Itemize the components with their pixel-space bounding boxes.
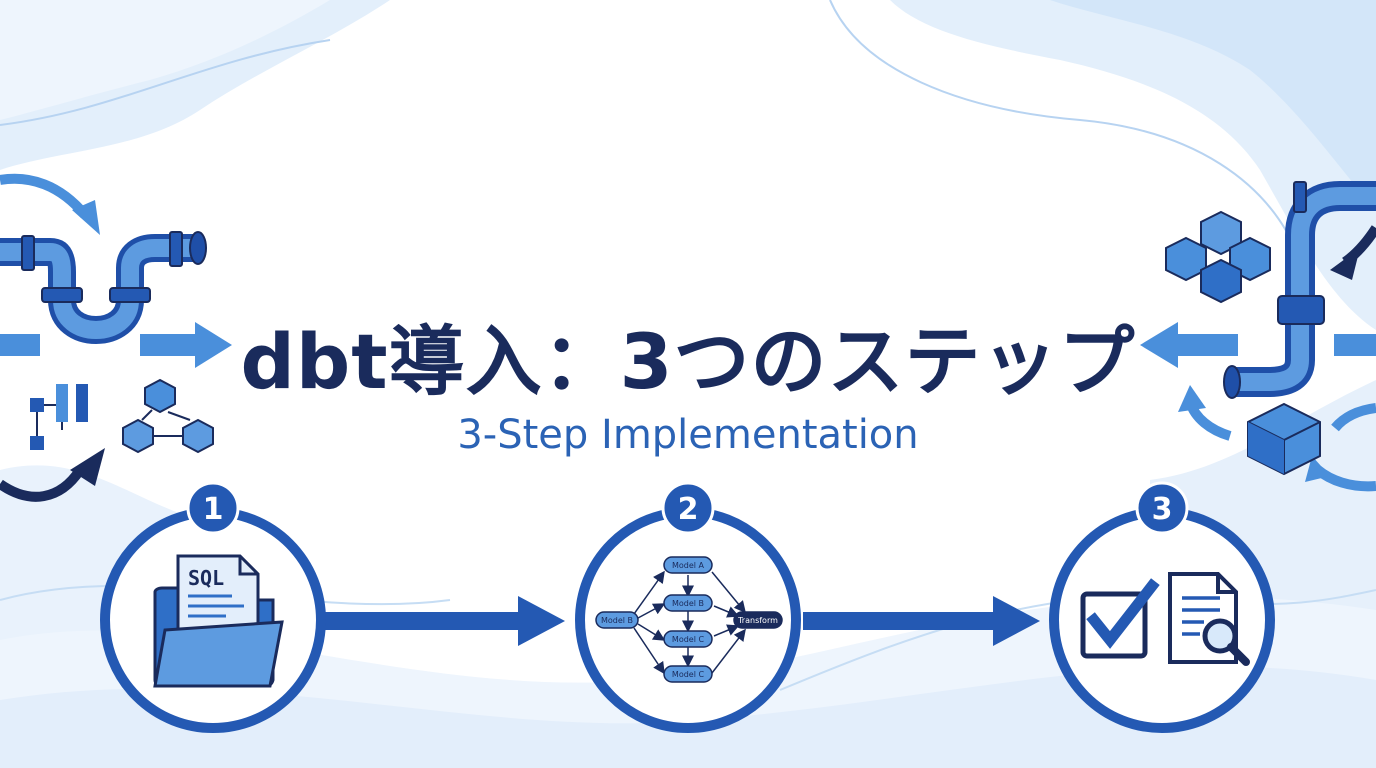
hierarchy-icon-left xyxy=(30,384,88,450)
step-2: 2 Model B Model A Model B Mode xyxy=(575,481,801,733)
dag-node-left xyxy=(595,611,639,629)
step-3-number: 3 xyxy=(1152,492,1173,527)
step-1: 1 SQL xyxy=(100,481,326,733)
step-3: 3 xyxy=(1049,481,1275,733)
page-title: dbt導入：3つのステップ xyxy=(240,317,1136,406)
dag-node-bottom xyxy=(663,665,713,683)
pipe-icon-right xyxy=(1223,181,1376,399)
dag-node-lower-label: Model C xyxy=(672,635,705,644)
arrow-icon-left-mid xyxy=(0,322,232,368)
page-subtitle: 3-Step Implementation xyxy=(457,412,919,458)
dag-node-top xyxy=(663,556,713,574)
dag-node-mid-label: Model B xyxy=(672,599,704,608)
cube-cluster-icon-right xyxy=(1165,210,1271,304)
dag-node-top-label: Model A xyxy=(672,561,705,570)
cube-icon-right-bottom xyxy=(1247,402,1321,476)
checkbox-icon xyxy=(1080,578,1160,659)
step-1-number: 1 xyxy=(203,492,224,527)
arrow-step2-to-step3 xyxy=(803,596,1040,646)
curved-arrow-icon-right-top xyxy=(1330,225,1376,280)
dag-node-mid xyxy=(663,594,713,612)
cube-network-icon-left xyxy=(122,378,214,454)
dag-node-left-label: Model B xyxy=(601,616,633,625)
curved-arrow-icon-left-bottom xyxy=(0,448,105,502)
pipe-icon-left xyxy=(0,231,207,344)
arrow-step1-to-step2 xyxy=(325,596,565,646)
dag-node-right-label: Transform xyxy=(737,616,778,625)
sql-label: SQL xyxy=(188,566,224,590)
arrow-icon-right-mid xyxy=(1140,322,1376,368)
arrow-icon-left-top xyxy=(0,173,100,235)
document-search-icon xyxy=(1168,572,1250,666)
sql-folder-icon: SQL xyxy=(153,554,284,688)
curved-arrow-icon-right-lower xyxy=(1178,385,1376,492)
dag-node-lower xyxy=(663,630,713,648)
dag-node-right xyxy=(733,611,783,629)
step-2-number: 2 xyxy=(678,492,699,527)
model-dag-icon: Model B Model A Model B Model C Model C … xyxy=(595,556,783,683)
dag-node-bottom-label: Model C xyxy=(672,670,705,679)
